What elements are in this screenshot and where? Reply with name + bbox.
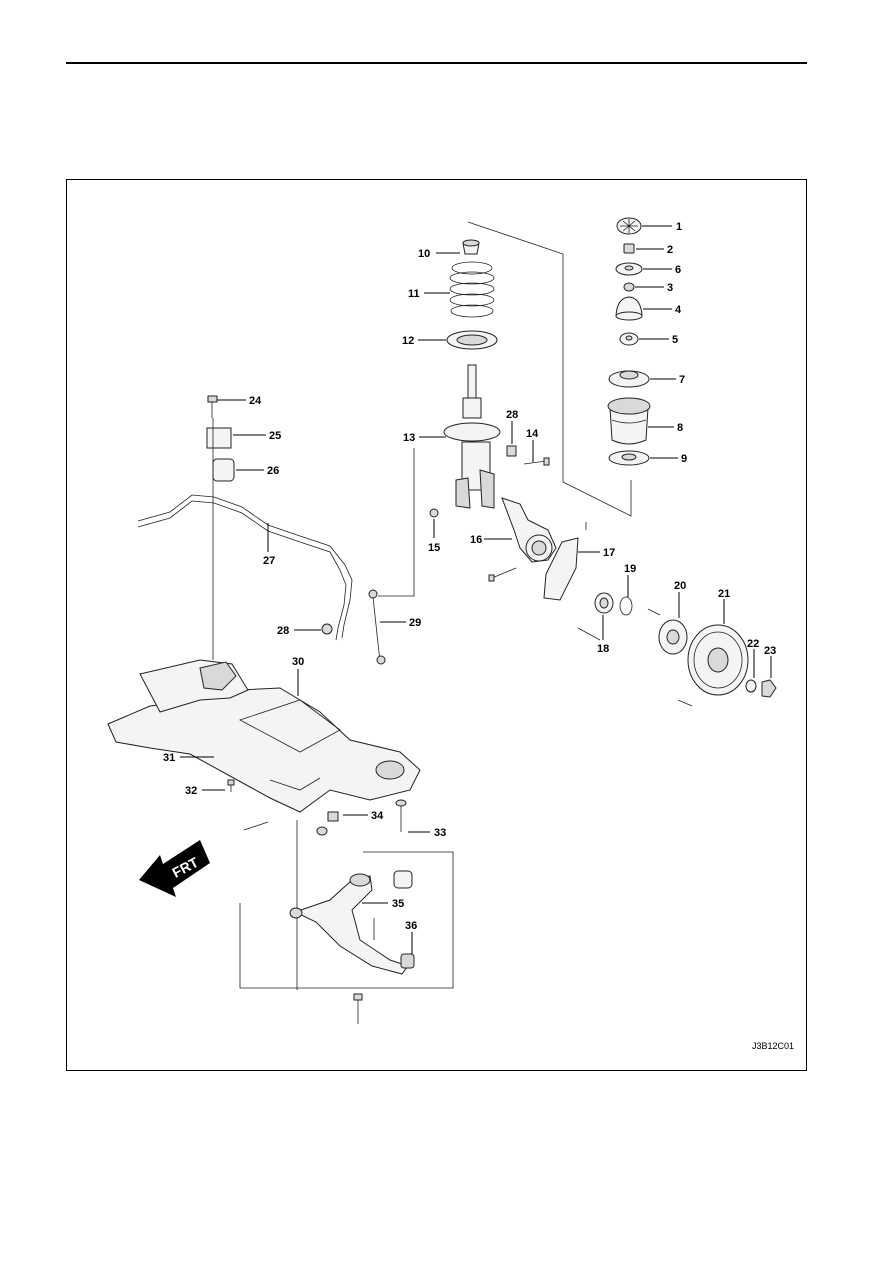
leader-lines xyxy=(180,225,772,954)
callout-28-lower: 28 xyxy=(277,625,289,637)
callout-21: 21 xyxy=(718,588,730,600)
callout-35: 35 xyxy=(392,898,404,910)
callout-23: 23 xyxy=(764,645,776,657)
callout-18: 18 xyxy=(597,643,609,655)
callout-36: 36 xyxy=(405,920,417,932)
callout-12: 12 xyxy=(402,335,414,347)
callout-14: 14 xyxy=(526,428,539,440)
stabilizer-bar-assembly xyxy=(137,395,415,665)
callout-10: 10 xyxy=(418,248,430,260)
callout-7: 7 xyxy=(679,374,685,386)
callout-26: 26 xyxy=(267,465,279,477)
lower-arm-assembly xyxy=(239,851,454,1024)
callout-15: 15 xyxy=(428,542,440,554)
callout-20: 20 xyxy=(674,580,686,592)
callout-1: 1 xyxy=(676,221,682,233)
callout-32: 32 xyxy=(185,785,197,797)
front-direction-arrow: FRT xyxy=(139,840,210,897)
callout-9: 9 xyxy=(681,453,687,465)
callout-24: 24 xyxy=(249,395,262,407)
callout-2: 2 xyxy=(667,244,673,256)
knuckle-hub-assembly xyxy=(488,497,777,707)
callout-4: 4 xyxy=(675,304,682,316)
spring-strut-assembly xyxy=(429,221,632,518)
callout-16: 16 xyxy=(470,534,482,546)
callout-19: 19 xyxy=(624,563,636,575)
callout-3: 3 xyxy=(667,282,673,294)
callout-25: 25 xyxy=(269,430,281,442)
callout-labels: 1 2 6 3 4 5 7 8 9 10 11 12 13 28 14 15 1… xyxy=(163,221,776,932)
callout-29: 29 xyxy=(409,617,421,629)
diagram-frame xyxy=(66,179,807,1071)
callout-5: 5 xyxy=(672,334,678,346)
callout-17: 17 xyxy=(603,547,615,559)
callout-6: 6 xyxy=(675,264,681,276)
callout-34: 34 xyxy=(371,810,384,822)
callout-11: 11 xyxy=(408,288,420,300)
callout-28-upper: 28 xyxy=(506,409,518,421)
strut-mount-stack xyxy=(607,217,651,466)
callout-33: 33 xyxy=(434,827,446,839)
crossmember-assembly xyxy=(107,659,421,990)
figure-code: J3B12C01 xyxy=(752,1041,794,1051)
callout-8: 8 xyxy=(677,422,683,434)
header-rule xyxy=(66,62,807,64)
callout-30: 30 xyxy=(292,656,304,668)
callout-27: 27 xyxy=(263,555,275,567)
callout-13: 13 xyxy=(403,432,415,444)
callout-31: 31 xyxy=(163,752,175,764)
callout-22: 22 xyxy=(747,638,759,650)
